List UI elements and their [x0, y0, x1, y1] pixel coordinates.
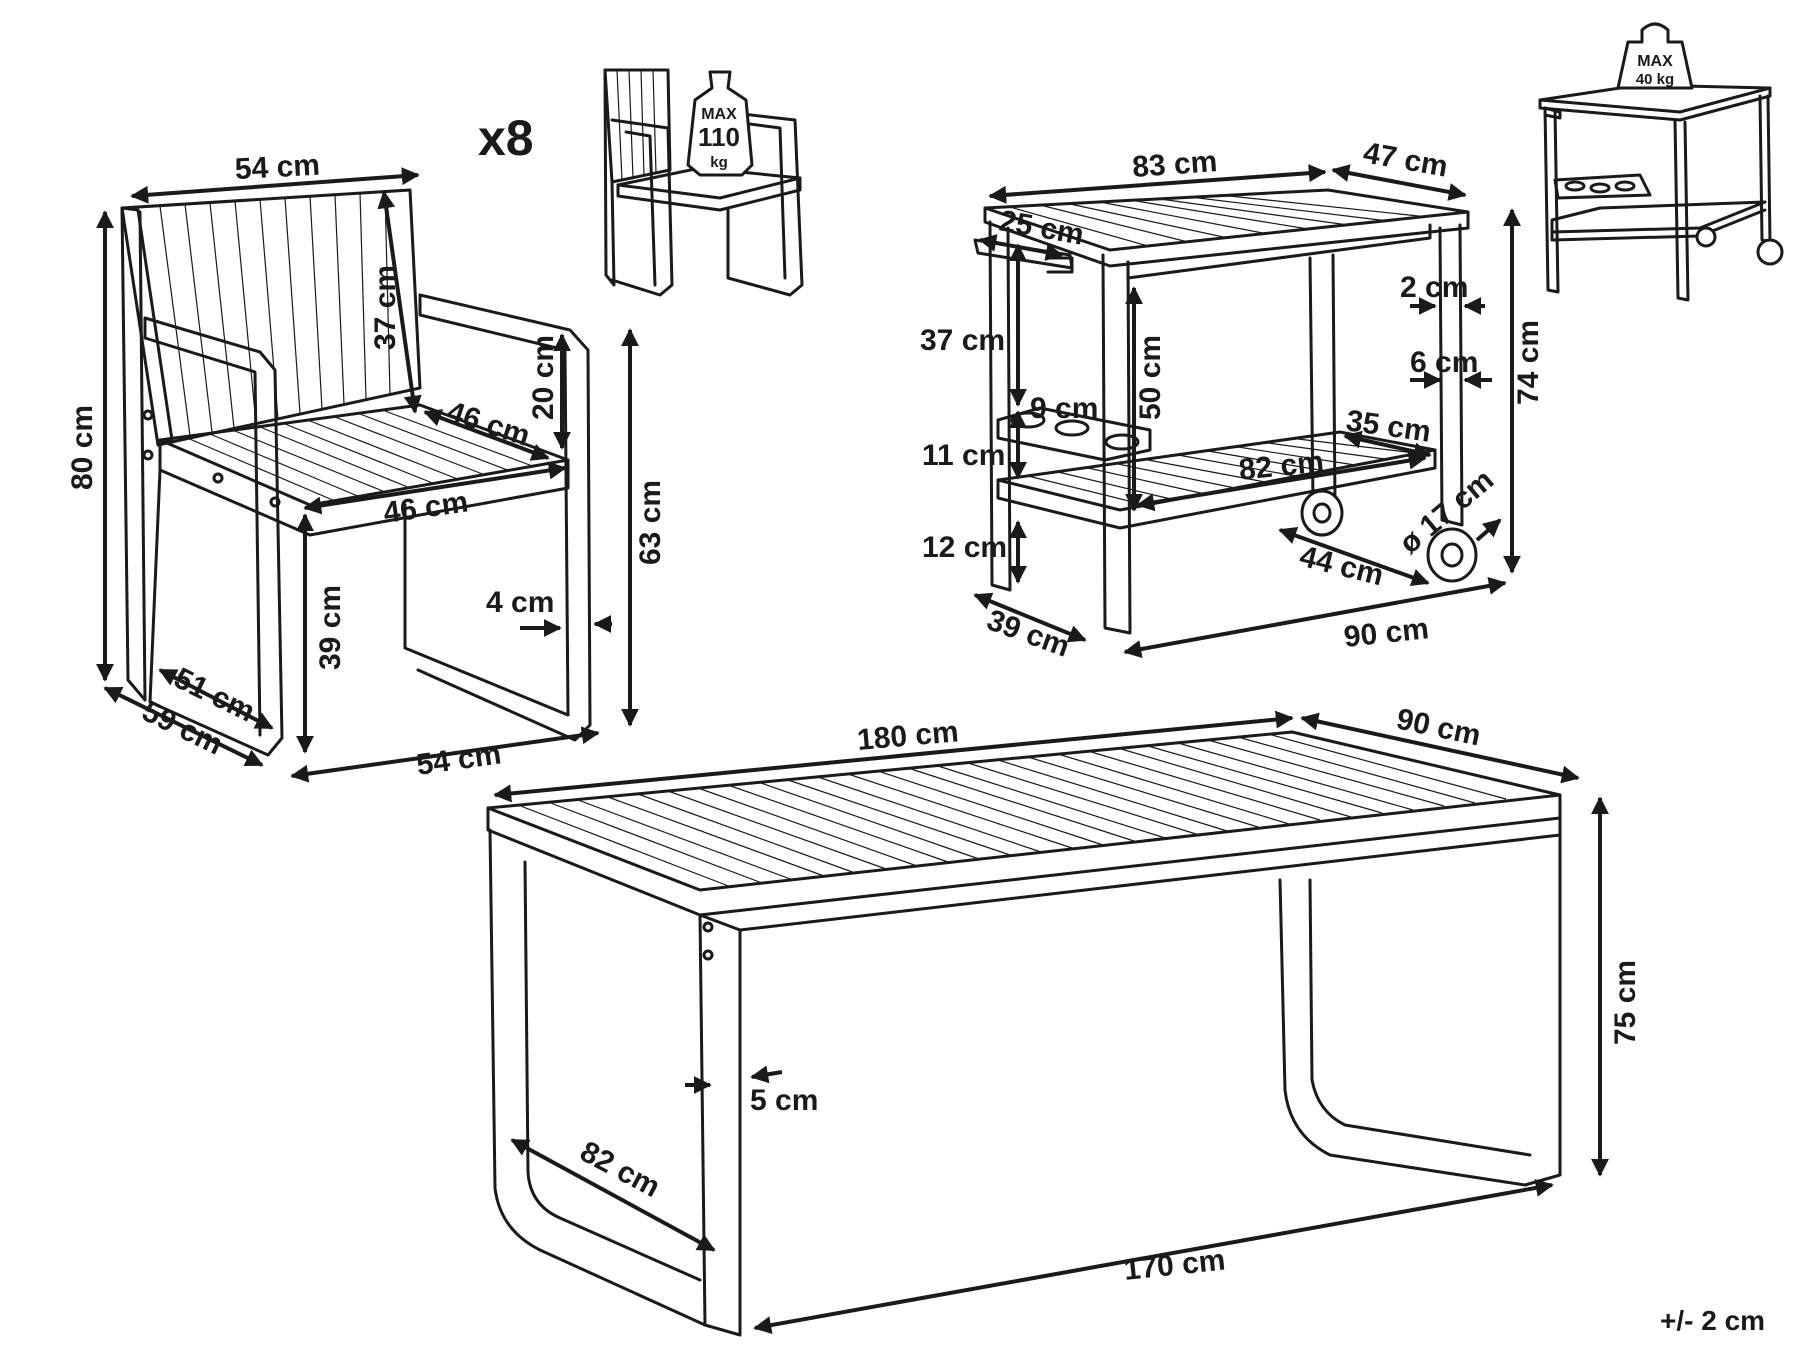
table-width-label: 90 cm [1394, 703, 1484, 753]
chair-back-height-label: 37 cm [369, 265, 402, 350]
trolley-frame-thickness-label: 2 cm [1400, 271, 1468, 304]
chair-load-max: MAX [701, 106, 737, 123]
trolley-total-height-label: 74 cm [1512, 320, 1545, 405]
tolerance-note: +/- 2 cm [1660, 1305, 1765, 1336]
chair-width-top-label: 54 cm [234, 149, 321, 186]
trolley-load-value: 40 kg [1636, 71, 1674, 88]
chair-load-unit: kg [710, 154, 728, 171]
trolley-shelf-width-label: 35 cm [1344, 404, 1433, 449]
trolley-load-max: MAX [1637, 53, 1673, 70]
trolley-holder-hole-label: 9 cm [1030, 392, 1098, 425]
trolley-small-illustration: MAX 40 kg [1538, 22, 1784, 302]
chair-quantity: x8 [478, 110, 534, 166]
table-dimensions [493, 710, 1609, 1334]
trolley-top-length-label: 83 cm [1131, 145, 1218, 184]
trolley-leg-height-label: 50 cm [1134, 335, 1167, 420]
chair-load-value: 110 [698, 122, 740, 152]
trolley-depth-label: 39 cm [983, 604, 1074, 664]
table-height-label: 75 cm [1609, 960, 1642, 1045]
trolley-leg-width-label: 6 cm [1410, 346, 1478, 379]
chair-small-illustration: MAX 110 kg [603, 68, 804, 297]
trolley-wheel-base-label: 44 cm [1296, 540, 1387, 593]
trolley-labels: 83 cm 47 cm 25 cm 37 cm 50 cm 2 cm 6 cm … [920, 136, 1545, 663]
chair-total-height-label: 80 cm [66, 405, 99, 490]
table-base-depth-label: 82 cm [575, 1135, 666, 1204]
table-drawing [486, 730, 1562, 1337]
chair-seat-width-label: 46 cm [381, 485, 470, 530]
chair-leg-width-label: 4 cm [486, 586, 554, 619]
chair-dimensions [96, 167, 639, 783]
chair-seat-height-label: 39 cm [314, 585, 347, 670]
chair-labels: x8 54 cm 37 cm 20 cm 46 cm 46 cm 80 cm 6… [66, 110, 667, 782]
trolley-handle-drop-label: 37 cm [920, 324, 1005, 357]
chair-width-bottom-label: 54 cm [414, 737, 503, 782]
table-leg-width-label: 5 cm [750, 1084, 818, 1117]
chair-seat-depth-label: 46 cm [443, 395, 534, 453]
trolley-clearance-label: 12 cm [922, 531, 1007, 564]
trolley-length-label: 90 cm [1342, 612, 1430, 654]
trolley-dimensions [973, 164, 1521, 658]
table-base-length-label: 170 cm [1122, 1244, 1227, 1287]
chair-armrest-height-label: 20 cm [527, 335, 560, 420]
trolley-shelf-gap-label: 11 cm [922, 439, 1005, 472]
chair-arm-height-label: 63 cm [634, 480, 667, 565]
